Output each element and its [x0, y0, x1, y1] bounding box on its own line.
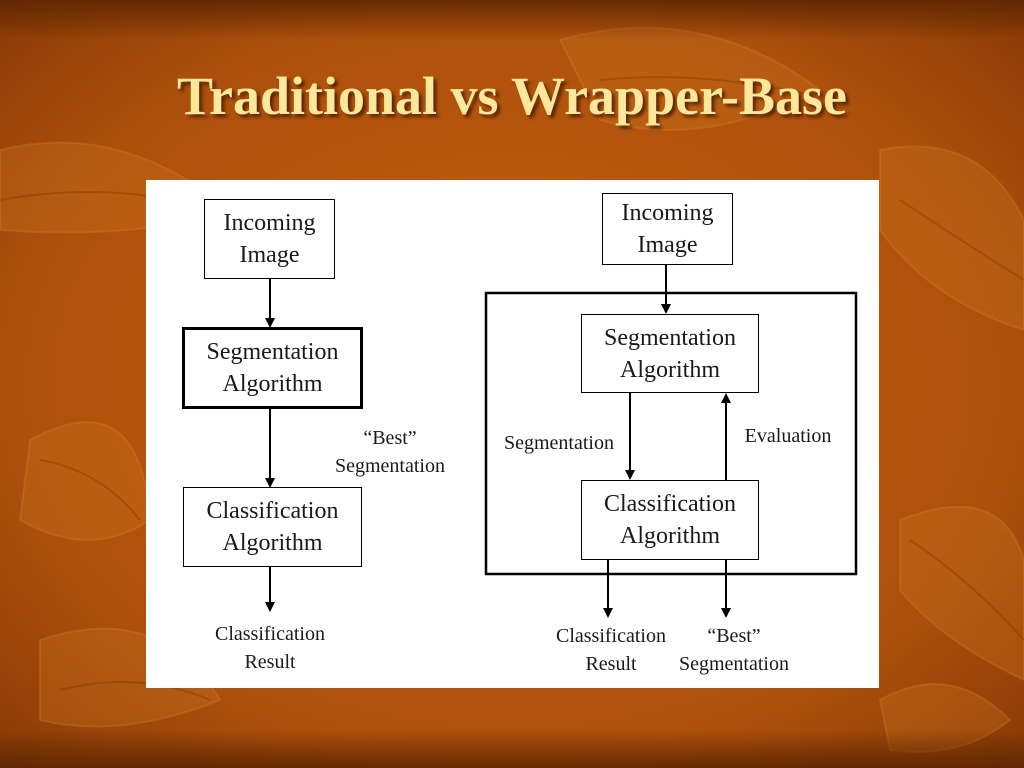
label-line: Segmentation: [679, 653, 789, 675]
wrapper-incoming-image-box: Incoming Image: [602, 193, 733, 265]
label-line: Classification: [215, 623, 325, 645]
traditional-best-segmentation-label: “Best” Segmentation: [318, 424, 462, 480]
wrapper-frame: [484, 291, 858, 576]
traditional-classification-result-label: Classification Result: [195, 620, 345, 676]
traditional-classification-algorithm-box: Classification Algorithm: [183, 487, 362, 567]
wrapper-classification-result-label: Classification Result: [538, 622, 684, 678]
diagram-connectors: [265, 265, 858, 618]
wrapper-segmentation-edge-label: Segmentation: [504, 432, 614, 454]
label-line: Result: [585, 653, 637, 675]
box-text: Algorithm: [222, 371, 323, 397]
box-text: Image: [637, 232, 698, 258]
traditional-incoming-image-box: Incoming Image: [204, 199, 335, 279]
wrapper-classification-algorithm-box: Classification Algorithm: [581, 480, 759, 560]
box-text: Segmentation: [206, 339, 339, 365]
wrapper-best-segmentation-label: “Best” Segmentation: [664, 622, 804, 678]
label-line: “Best”: [707, 625, 761, 647]
wrapper-evaluation-edge-label: Evaluation: [744, 425, 832, 447]
box-text: Image: [239, 242, 300, 268]
slide-title: Traditional vs Wrapper-Base: [176, 66, 848, 126]
box-text: Algorithm: [620, 523, 720, 549]
leaf-decoration: [0, 26, 1024, 753]
box-text: Classification: [604, 491, 736, 517]
label-line: Classification: [556, 625, 666, 647]
box-text: Segmentation: [604, 324, 736, 351]
traditional-segmentation-algorithm-box: Segmentation Algorithm: [182, 327, 363, 409]
label-line: Result: [244, 651, 296, 673]
box-text: Algorithm: [620, 356, 720, 383]
box-text: Incoming: [621, 200, 714, 226]
label-line: Segmentation: [335, 455, 445, 477]
label-line: “Best”: [363, 427, 417, 449]
box-text: Classification: [206, 498, 339, 524]
box-text: Algorithm: [222, 530, 323, 556]
box-text: Incoming: [223, 210, 316, 236]
leaf-veins: [0, 76, 1024, 701]
comparison-diagram: Incoming Image Segmentation Algorithm “B…: [146, 180, 879, 688]
wrapper-segmentation-algorithm-box: Segmentation Algorithm: [581, 314, 759, 393]
